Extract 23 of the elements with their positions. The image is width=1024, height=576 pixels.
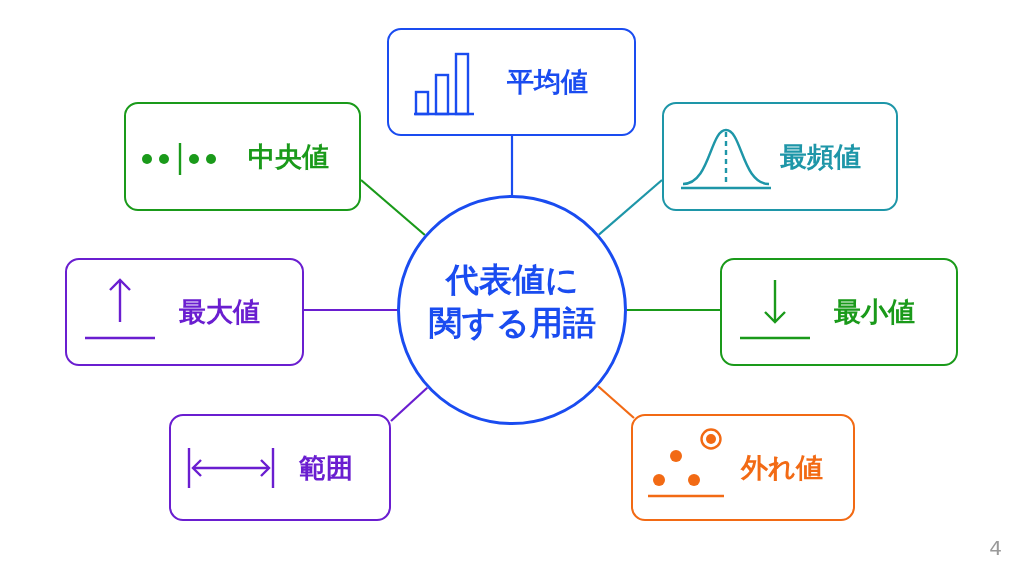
term-label: 外れ値 [741,453,823,481]
connector-line [597,385,635,419]
connector-line [304,308,397,312]
term-box [124,102,361,211]
topic-title: 代表値に関する用語 [427,259,597,344]
term-label: 最小値 [834,298,915,325]
term-label: 最頻値 [780,142,861,170]
term-label: 平均値 [507,68,588,95]
term-box [720,258,958,366]
term-label: 中央値 [248,142,329,170]
term-box [65,258,304,366]
term-label: 範囲 [299,453,353,481]
connector-line [598,179,663,236]
term-box [662,102,898,211]
term-box [169,414,391,521]
connector-line [360,179,426,236]
term-box [631,414,855,521]
term-box [387,28,636,136]
term-label: 最大値 [179,298,260,325]
connector-line [510,136,514,195]
page-number: 4 [989,538,1002,558]
connector-line [627,308,720,312]
connector-line [390,386,428,422]
